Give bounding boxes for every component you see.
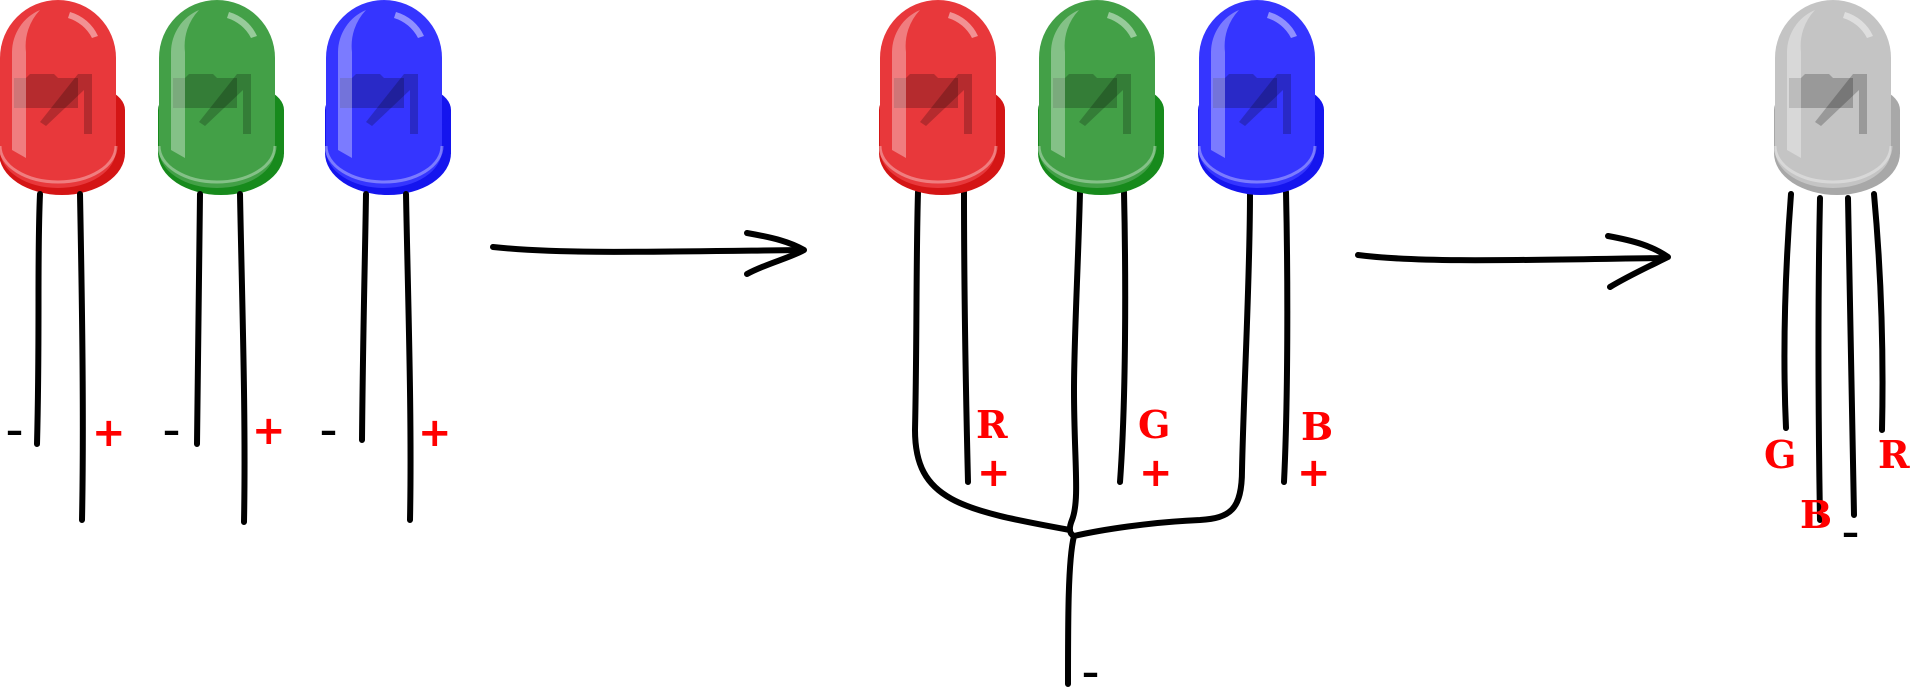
led-icon <box>157 0 284 195</box>
stage-separate-leds: – + – + – + <box>0 0 452 525</box>
green-cathode-leg <box>194 191 203 447</box>
red-minus-label: – <box>6 411 23 451</box>
red-plus-label: + <box>977 450 1011 496</box>
blue-anode-leg <box>403 191 414 523</box>
led-icon <box>1197 0 1324 195</box>
red-anode-leg <box>77 191 86 523</box>
rgb-common-pin <box>1845 195 1857 518</box>
blue-anode-lead <box>1281 189 1291 485</box>
green-letter-label: G <box>1138 402 1170 447</box>
blue-plus-label: + <box>1297 450 1331 496</box>
rgb-g-pin <box>1781 191 1794 431</box>
rgb-common-label: – <box>1842 513 1859 553</box>
led-icon <box>1773 0 1900 195</box>
red-cathode-leg <box>34 191 43 447</box>
green-plus-label: + <box>252 408 286 454</box>
red-letter-label: R <box>976 402 1008 447</box>
rgb-r-pin <box>1871 191 1886 433</box>
led-icon <box>0 0 125 195</box>
common-minus-label: – <box>1082 653 1099 689</box>
blue-minus-label: – <box>320 411 337 451</box>
led-icon <box>878 0 1005 195</box>
blue-plus-label: + <box>418 410 452 456</box>
stage-common-cathode: R + G + B + – <box>878 0 1333 689</box>
arrow-right-icon <box>1355 233 1671 290</box>
common-cathode-wiring <box>912 189 1253 687</box>
blue-cathode-leg <box>359 191 369 443</box>
rgb-r-label: R <box>1878 432 1910 477</box>
green-plus-label: + <box>1139 450 1173 496</box>
green-anode-lead <box>1117 189 1129 485</box>
red-plus-label: + <box>92 410 126 456</box>
blue-led: – + <box>320 0 452 523</box>
rgb-b-label: B <box>1800 492 1832 537</box>
led-icon <box>1037 0 1164 195</box>
blue-letter-label: B <box>1301 404 1333 449</box>
arrow-right-icon <box>490 230 807 277</box>
green-anode-leg <box>237 191 248 525</box>
stage-rgb-led: G B – R <box>1764 0 1910 553</box>
red-anode-lead <box>961 189 971 485</box>
rgb-b-pin <box>1815 195 1823 523</box>
led-icon <box>324 0 451 195</box>
rgb-g-label: G <box>1764 432 1796 477</box>
green-led: – + <box>157 0 286 525</box>
green-minus-label: – <box>163 411 180 451</box>
red-led: – + <box>0 0 126 523</box>
